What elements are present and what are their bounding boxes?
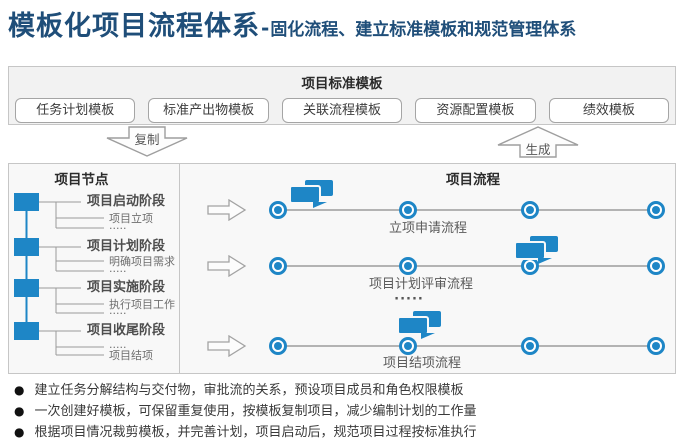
flow-label-initiation: 立项申请流程	[388, 221, 467, 236]
right-arrow-icon	[207, 198, 247, 222]
title-separator: -	[261, 16, 270, 40]
standard-templates-title: 项目标准模板	[301, 76, 383, 92]
page-title: 模板化项目流程体系 - 固化流程、建立标准模板和规范管理体系	[8, 4, 576, 43]
right-arrow-icon	[207, 334, 247, 358]
stage-closing-ellipsis: ·····	[109, 341, 127, 354]
project-nodes-tree-connectors	[14, 193, 104, 356]
generate-up-arrow: 生成	[497, 126, 579, 158]
flow-node	[399, 257, 417, 275]
bullet-dot-icon: ●	[14, 425, 25, 439]
flow-node	[521, 337, 539, 355]
project-nodes-title: 项目节点	[54, 172, 109, 188]
flow-line	[278, 345, 656, 347]
copy-arrow-label: 复制	[134, 132, 160, 147]
flow-node	[269, 257, 287, 275]
main-panel: 项目节点 项目启动阶段 项目立项 ····· 项目计划阶段 明确项目需求 ···…	[8, 163, 676, 374]
flow-node	[521, 201, 539, 219]
stage-initiation-ellipsis: ·····	[109, 222, 127, 235]
template-chip-resource: 资源配置模板	[415, 98, 536, 123]
flows-ellipsis: ·····	[394, 292, 424, 307]
stage-planning: 项目计划阶段	[87, 239, 166, 254]
project-process-title: 项目流程	[446, 172, 500, 188]
stage-planning-ellipsis: ·····	[109, 265, 127, 278]
flow-node	[647, 337, 665, 355]
flow-node	[399, 201, 417, 219]
bullet-item: ● 建立任务分解结构与交付物，审批流的关系，预设项目成员和角色权限模板	[10, 380, 477, 401]
bullet-dot-icon: ●	[14, 404, 25, 418]
template-chip-performance: 绩效模板	[548, 98, 670, 123]
flow-node	[269, 201, 287, 219]
template-buttons-row: 任务计划模板 标准产出物模板 关联流程模板 资源配置模板 绩效模板	[15, 98, 670, 123]
flow-label-closure: 项目结项流程	[382, 356, 461, 371]
stage-initiation: 项目启动阶段	[87, 194, 166, 209]
stage-initiation-item: 项目立项	[109, 212, 153, 225]
flow-line	[278, 265, 656, 267]
flow-node	[647, 257, 665, 275]
bullet-text: 建立任务分解结构与交付物，审批流的关系，预设项目成员和角色权限模板	[34, 383, 464, 398]
bullet-text: 根据项目情况裁剪模板，并完善计划，项目启动后，规范项目过程按标准执行	[34, 425, 477, 440]
template-chip-deliverables: 标准产出物模板	[148, 98, 269, 123]
panel-divider	[179, 164, 180, 373]
stage-execution: 项目实施阶段	[87, 280, 166, 295]
title-subtitle: 固化流程、建立标准模板和规范管理体系	[270, 20, 577, 40]
flow-label-plan-review: 项目计划评审流程	[368, 277, 473, 292]
flow-node	[647, 201, 665, 219]
stage-closing: 项目收尾阶段	[87, 323, 166, 338]
up-arrow-icon	[497, 126, 579, 158]
generate-arrow-label: 生成	[525, 142, 551, 157]
flow-line	[278, 209, 656, 211]
stage-closing-item: 项目结项	[109, 349, 153, 362]
bullet-text: 一次创建好模板，可保留重复使用，按模板复制项目，减少编制计划的工作量	[34, 404, 477, 419]
bullet-dot-icon: ●	[14, 383, 25, 397]
stacked-pages-icon	[397, 311, 441, 339]
copy-down-arrow: 复制	[106, 126, 188, 158]
template-chip-task-plan: 任务计划模板	[15, 98, 136, 123]
standard-templates-panel: 项目标准模板 任务计划模板 标准产出物模板 关联流程模板 资源配置模板 绩效模板	[8, 66, 676, 125]
template-chip-linked-process: 关联流程模板	[281, 98, 403, 123]
flow-node	[399, 337, 417, 355]
summary-bullets: ● 建立任务分解结构与交付物，审批流的关系，预设项目成员和角色权限模板 ● 一次创建…	[10, 380, 477, 443]
stage-execution-item: 执行项目工作	[109, 298, 175, 311]
stacked-pages-icon	[514, 236, 558, 264]
right-arrow-icon	[207, 254, 247, 278]
bullet-item: ● 根据项目情况裁剪模板，并完善计划，项目启动后，规范项目过程按标准执行	[10, 422, 477, 443]
title-main: 模板化项目流程体系	[8, 11, 260, 42]
stacked-pages-icon	[289, 180, 333, 208]
stage-execution-ellipsis: ·····	[109, 307, 127, 320]
bullet-item: ● 一次创建好模板，可保留重复使用，按模板复制项目，减少编制计划的工作量	[10, 401, 477, 422]
down-arrow-icon	[106, 126, 188, 157]
flow-node	[269, 337, 287, 355]
stage-planning-item: 明确项目需求	[109, 255, 175, 268]
